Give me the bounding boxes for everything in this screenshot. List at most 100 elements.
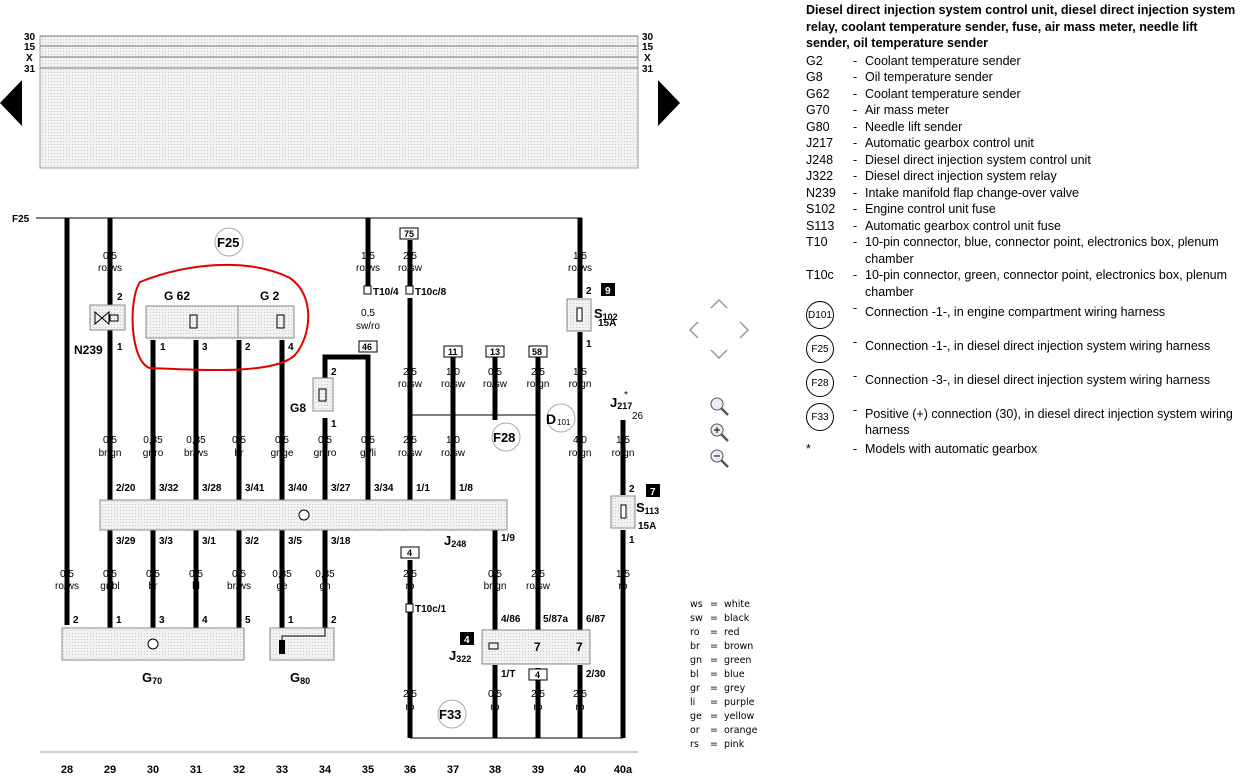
wire-label: ro/sw (441, 379, 466, 390)
rail-label-30-left: 30 (24, 32, 36, 43)
color-code-row: ro=red (690, 627, 740, 638)
connection-symbol: F33 (806, 403, 834, 431)
wire-label: 1,0 (446, 435, 460, 446)
g2-label: G 2 (260, 289, 280, 303)
pin-label: 2 (586, 286, 592, 297)
pin-label: 3/32 (159, 483, 179, 494)
legend-item: G80-Needle lift sender (806, 119, 963, 134)
box-4-c39: 4 (528, 668, 548, 681)
wire-label: 0,5 (60, 569, 74, 580)
wire-label: ro (491, 702, 500, 713)
svg-text:101: 101 (557, 418, 571, 427)
wire-label: sw/ro (356, 321, 380, 332)
wire-label: ro/ws (568, 263, 592, 274)
wire-label: gn (319, 581, 330, 592)
pin-label: 3/29 (116, 536, 136, 547)
pan-up-icon[interactable] (710, 298, 728, 309)
legend-item: J322-Diesel direct injection system rela… (806, 169, 1057, 183)
legend-connection: D101-Connection -1-, in engine compartme… (806, 301, 1238, 329)
svg-text:F33: F33 (439, 707, 461, 722)
svg-text:11: 11 (448, 347, 458, 357)
arrow-right-icon[interactable] (658, 80, 680, 126)
legend-item: J248-Diesel direct injection system cont… (806, 152, 1091, 167)
color-code-row: br=brown (690, 641, 754, 652)
wire-label: br (235, 448, 245, 459)
zoom-icon[interactable] (710, 397, 729, 416)
s113-fuse (610, 495, 636, 529)
wire-label: ge (276, 581, 288, 592)
pin-label: 1/T (501, 669, 515, 680)
s102-fuse (566, 298, 592, 332)
svg-text:7: 7 (576, 640, 583, 654)
box-11: 11 (443, 345, 463, 358)
pin-label: 2 (629, 484, 635, 495)
wire-label: br (149, 581, 159, 592)
legend-item: T10c-10-pin connector, green, connector … (806, 268, 1228, 299)
svg-text:4: 4 (464, 635, 470, 646)
legend-item: G70-Air mass meter (806, 103, 950, 117)
wire-label: 2,5 (403, 435, 417, 446)
arrow-left-icon[interactable] (0, 80, 22, 126)
j217-star: * (624, 390, 628, 401)
wire-g8-loop (322, 354, 371, 500)
column-number: 39 (532, 764, 544, 776)
pin-label: 4 (288, 342, 294, 353)
wire-label: 0,5 (275, 435, 289, 446)
wire-label: 0,5 (103, 251, 117, 262)
wire-label: br/gn (99, 448, 122, 459)
wire-label: 0,35 (143, 435, 163, 446)
column-number: 32 (233, 764, 245, 776)
pin-label: 1 (629, 535, 635, 546)
color-code-row: sw=black (690, 613, 750, 624)
wire-label: ro/ws (55, 581, 79, 592)
pin-label: 2 (73, 615, 79, 626)
pan-right-icon[interactable] (739, 321, 750, 339)
rail-box (39, 35, 639, 169)
wire-label: 2,5 (403, 367, 417, 378)
g70-air-mass-meter (61, 627, 245, 661)
pin-label: 3/28 (202, 483, 222, 494)
wire-label: br/ws (184, 448, 208, 459)
wire-label: ro/gn (612, 448, 635, 459)
wire-label: br/gn (484, 581, 507, 592)
svg-text:46: 46 (362, 342, 372, 352)
svg-text:9: 9 (605, 286, 611, 297)
pan-down-icon[interactable] (710, 349, 728, 360)
svg-text:4: 4 (407, 548, 412, 558)
pin-label: 2/30 (586, 669, 606, 680)
pin-label: 1 (117, 342, 123, 353)
j217-pin: 26 (632, 411, 644, 422)
wire-label: gr/ro (143, 448, 164, 459)
pin-label: 3/5 (288, 536, 302, 547)
wire-label: 0,5 (361, 308, 375, 319)
box-75: 75 (399, 227, 419, 240)
wire-label: 0,35 (186, 435, 206, 446)
pin-label: 3 (202, 342, 208, 353)
wire-label: 0,5 (232, 569, 246, 580)
pin-label: 3/2 (245, 536, 259, 547)
pin-label: 1 (288, 615, 294, 626)
g70-label: G70 (142, 670, 162, 686)
wire-label: 2,5 (531, 569, 545, 580)
svg-text:4: 4 (535, 670, 540, 680)
wire-label: 0,5 (146, 569, 160, 580)
zoom-out-icon[interactable] (710, 449, 729, 468)
wire-label: bl (192, 581, 200, 592)
pin-label: 1/9 (501, 533, 515, 544)
rail-label-x-right: X (644, 53, 651, 64)
zoom-in-icon[interactable] (710, 423, 729, 442)
wire-label: 0,5 (488, 367, 502, 378)
legend-connection: F28-Connection -3-, in diesel direct inj… (806, 369, 1238, 397)
pin-label: 5 (245, 615, 251, 626)
rail-label-15-left: 15 (24, 42, 36, 53)
pin-label: 3/41 (245, 483, 265, 494)
wire-label: ro/sw (526, 581, 551, 592)
j248-control-unit (99, 499, 508, 531)
column-number: 34 (319, 764, 332, 776)
wire-label: 0,5 (103, 435, 117, 446)
svg-text:58: 58 (532, 347, 542, 357)
t10-connector (363, 285, 414, 613)
wire-label: 1,0 (446, 367, 460, 378)
legend-connection: F25-Connection -1-, in diesel direct inj… (806, 335, 1238, 363)
pan-left-icon[interactable] (688, 321, 699, 339)
